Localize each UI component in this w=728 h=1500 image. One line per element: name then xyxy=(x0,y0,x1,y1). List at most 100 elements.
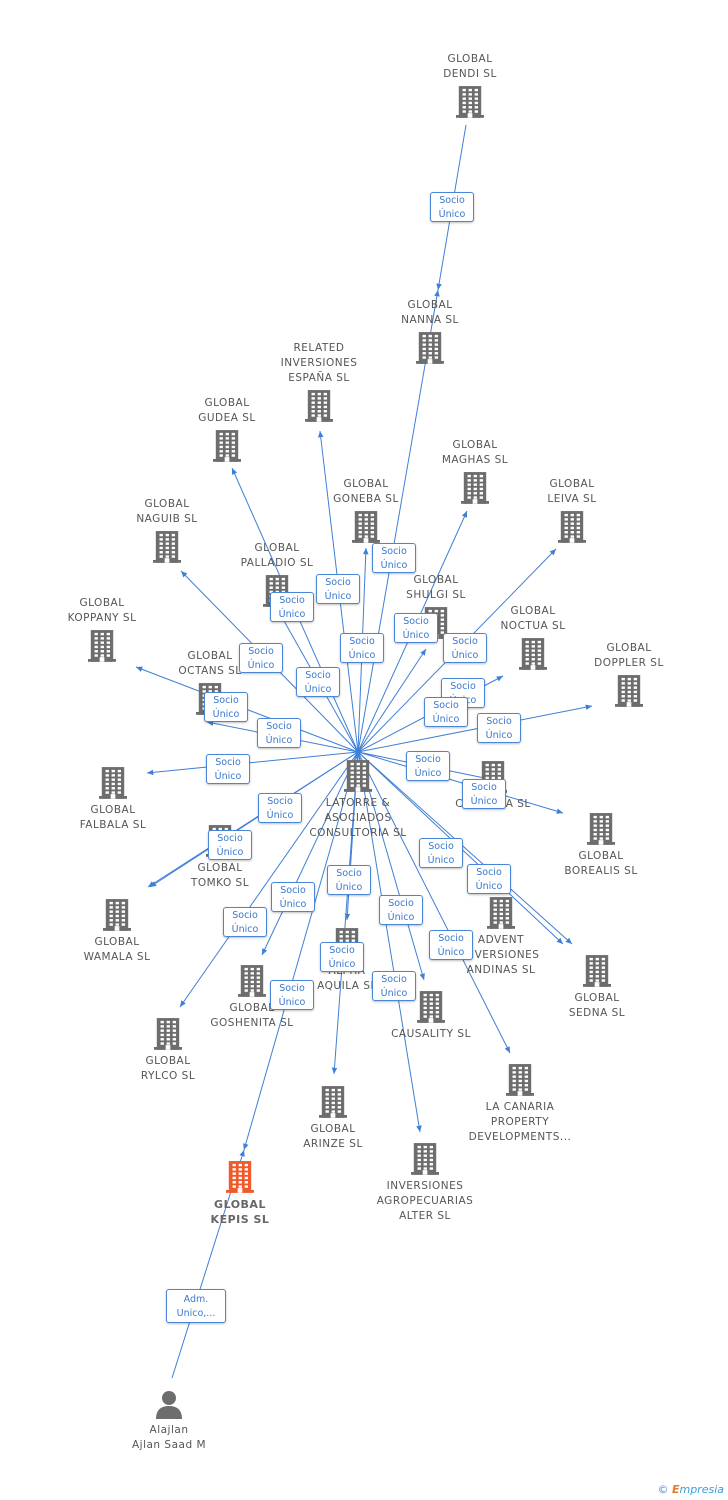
node-lacanaria[interactable]: LA CANARIA PROPERTY DEVELOPMENTS... xyxy=(455,1060,585,1145)
relation-label-latorre-to-falbala[interactable]: Socio Único xyxy=(206,754,250,784)
building-icon xyxy=(416,332,444,364)
relation-label-latorre-to-rylco[interactable]: Socio Único xyxy=(223,907,267,937)
building-icon xyxy=(88,630,116,662)
node-gudea[interactable]: GLOBAL GUDEA SL xyxy=(162,396,292,464)
node-label: INVERSIONES AGROPECUARIAS ALTER SL xyxy=(376,1180,474,1222)
relation-label-latorre-to-wamala[interactable]: Socio Único xyxy=(258,793,302,823)
node-dendi[interactable]: GLOBAL DENDI SL xyxy=(405,52,535,120)
node-label: GLOBAL ARINZE SL xyxy=(303,1123,363,1150)
edge-latorre-to-borealis xyxy=(357,751,564,814)
relation-label-latorre-to-octans[interactable]: Socio Único xyxy=(257,718,301,748)
relation-label-latorre-to-maghas[interactable]: Socio Único xyxy=(443,633,487,663)
node-label: GLOBAL GUDEA SL xyxy=(198,397,256,424)
relation-label-latorre-to-arinze[interactable]: Socio Único xyxy=(320,942,364,972)
relation-label-latorre-to-goneba[interactable]: Socio Único xyxy=(340,633,384,663)
relation-label-latorre-to-naguib[interactable]: Socio Único xyxy=(204,692,248,722)
node-kepis[interactable]: GLOBAL KEPIS SL xyxy=(175,1157,305,1227)
building-icon xyxy=(583,955,611,987)
relation-label-latorre-to-related[interactable]: Socio Único xyxy=(316,574,360,604)
node-latorre[interactable]: LATORRE & ASOCIADOS CONSULTORIA SL xyxy=(293,756,423,841)
node-related[interactable]: RELATED INVERSIONES ESPAÑA SL xyxy=(254,341,384,424)
building-icon xyxy=(319,1086,347,1118)
building-icon xyxy=(226,1161,254,1193)
node-doppler[interactable]: GLOBAL DOPPLER SL xyxy=(564,641,694,709)
relation-label-latorre-to-causality[interactable]: Socio Único xyxy=(379,895,423,925)
relation-label-latorre-to-tomko[interactable]: Socio Único xyxy=(208,830,252,860)
node-label: CAUSALITY SL xyxy=(391,1028,471,1040)
node-wamala[interactable]: GLOBAL WAMALA SL xyxy=(52,895,182,965)
node-label: GLOBAL SEDNA SL xyxy=(568,992,626,1019)
node-rylco[interactable]: GLOBAL RYLCO SL xyxy=(103,1014,233,1084)
relation-label-latorre-to-doppler[interactable]: Socio Único xyxy=(424,697,468,727)
building-icon xyxy=(558,511,586,543)
relation-label-latorre-to-shulgi[interactable]: Socio Único xyxy=(394,613,438,643)
building-icon xyxy=(154,1018,182,1050)
building-icon xyxy=(587,813,615,845)
node-label: GLOBAL PALLADIO SL xyxy=(240,542,314,569)
building-icon xyxy=(103,899,131,931)
building-icon xyxy=(99,767,127,799)
building-icon xyxy=(411,1143,439,1175)
node-arinze[interactable]: GLOBAL ARINZE SL xyxy=(268,1082,398,1152)
node-agro[interactable]: INVERSIONES AGROPECUARIAS ALTER SL xyxy=(360,1139,490,1224)
relation-label-latorre-to-alpha[interactable]: Socio Único xyxy=(327,865,371,895)
edge-latorre-to-shulgi xyxy=(357,648,427,753)
building-icon xyxy=(487,897,515,929)
relation-label-latorre-to-nanna[interactable]: Socio Único xyxy=(372,543,416,573)
node-shulgi[interactable]: GLOBAL SHULGI SL xyxy=(371,573,501,641)
building-icon xyxy=(461,472,489,504)
relation-label-latorre-to-koppany[interactable]: Socio Único xyxy=(239,643,283,673)
node-advent[interactable]: ADVENT INVERSIONES ANDINAS SL xyxy=(436,893,566,978)
node-label: Alajlan Ajlan Saad M xyxy=(131,1424,207,1451)
building-icon xyxy=(344,760,372,792)
node-causality[interactable]: CAUSALITY SL xyxy=(366,987,496,1042)
node-nanna[interactable]: GLOBAL NANNA SL xyxy=(365,298,495,366)
relation-label-latorre-to-agro[interactable]: Socio Único xyxy=(372,971,416,1001)
node-label: GLOBAL DENDI SL xyxy=(443,53,497,80)
relation-label-dendi-to-nanna[interactable]: Socio Único xyxy=(430,192,474,222)
node-label: GLOBAL NAGUIB SL xyxy=(136,498,198,525)
relation-label-latorre-to-borealis[interactable]: Socio Único xyxy=(462,779,506,809)
building-icon xyxy=(456,86,484,118)
edge-latorre-to-goshenita xyxy=(261,751,359,956)
copyright-icon: © xyxy=(657,1483,669,1496)
relation-label-latorre-to-caffarra[interactable]: Socio Único xyxy=(406,751,450,781)
relation-label-latorre-to-goshenita[interactable]: Socio Único xyxy=(271,882,315,912)
node-naguib[interactable]: GLOBAL NAGUIB SL xyxy=(102,497,232,565)
node-borealis[interactable]: GLOBAL BOREALIS SL xyxy=(536,809,666,879)
node-label: GLOBAL KEPIS SL xyxy=(210,1198,270,1226)
relation-label-latorre-to-lacanaria[interactable]: Socio Único xyxy=(429,930,473,960)
node-label: GLOBAL DOPPLER SL xyxy=(594,642,664,669)
node-sedna[interactable]: GLOBAL SEDNA SL xyxy=(532,951,662,1021)
building-icon xyxy=(305,390,333,422)
node-label: GLOBAL OCTANS SL xyxy=(178,650,242,677)
node-ajlan[interactable]: Alajlan Ajlan Saad M xyxy=(104,1387,234,1453)
node-label: GLOBAL LEIVA SL xyxy=(547,478,597,505)
relation-label-latorre-to-advent[interactable]: Socio Único xyxy=(419,838,463,868)
relation-label-latorre-to-kepis[interactable]: Socio Único xyxy=(270,980,314,1010)
node-label: GLOBAL BOREALIS SL xyxy=(564,850,638,877)
building-icon xyxy=(213,430,241,462)
relation-label-ajlan-to-kepis[interactable]: Adm. Unico,... xyxy=(166,1289,226,1323)
edge-latorre-to-nanna xyxy=(357,289,440,753)
node-noctua[interactable]: GLOBAL NOCTUA SL xyxy=(468,604,598,672)
node-koppany[interactable]: GLOBAL KOPPANY SL xyxy=(37,596,167,664)
relation-label-latorre-to-sedna[interactable]: Socio Único xyxy=(467,864,511,894)
node-label: LATORRE & ASOCIADOS CONSULTORIA SL xyxy=(309,797,407,839)
node-label: GLOBAL NANNA SL xyxy=(401,299,459,326)
node-label: GLOBAL RYLCO SL xyxy=(140,1055,196,1082)
relation-label-latorre-to-palladio[interactable]: Socio Único xyxy=(296,667,340,697)
node-goneba[interactable]: GLOBAL GONEBA SL xyxy=(301,477,431,545)
person-icon xyxy=(156,1391,182,1419)
node-goshenita[interactable]: GLOBAL GOSHENITA SL xyxy=(187,961,317,1031)
node-falbala[interactable]: GLOBAL FALBALA SL xyxy=(48,763,178,833)
node-maghas[interactable]: GLOBAL MAGHAS SL xyxy=(410,438,540,506)
edge-latorre-to-lacanaria xyxy=(357,751,511,1054)
building-icon xyxy=(352,511,380,543)
relation-label-latorre-to-leiva[interactable]: Socio Único xyxy=(477,713,521,743)
footer-brand[interactable]: © Empresia xyxy=(657,1483,724,1496)
node-leiva[interactable]: GLOBAL LEIVA SL xyxy=(507,477,637,545)
edge-latorre-to-wamala xyxy=(147,751,359,888)
relation-label-latorre-to-gudea[interactable]: Socio Único xyxy=(270,592,314,622)
